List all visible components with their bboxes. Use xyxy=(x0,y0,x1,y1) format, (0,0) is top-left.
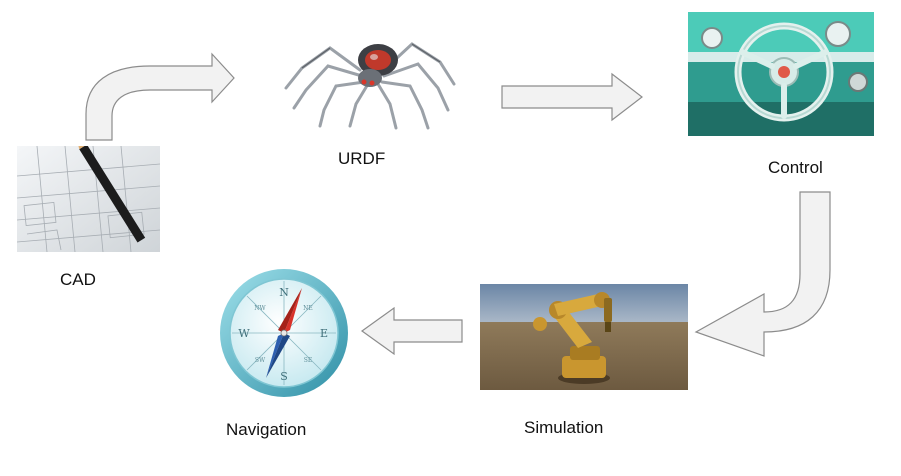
control-image xyxy=(688,12,874,136)
svg-text:N: N xyxy=(279,286,289,299)
compass-icon: N S W E NW NE SW SE xyxy=(220,269,348,397)
cad-image xyxy=(17,146,160,252)
curved-arrow-cad-to-urdf xyxy=(85,52,235,141)
svg-text:W: W xyxy=(238,327,250,340)
simulation-label: Simulation xyxy=(524,418,604,437)
svg-text:E: E xyxy=(320,327,328,340)
steering-wheel-icon xyxy=(688,12,874,136)
svg-text:SE: SE xyxy=(304,357,313,364)
pencil-on-blueprint-icon xyxy=(17,146,160,252)
control-label: Control xyxy=(768,158,823,177)
navigation-image: N S W E NW NE SW SE xyxy=(216,266,352,400)
arrow-urdf-to-control xyxy=(501,72,643,122)
svg-text:SW: SW xyxy=(255,357,266,364)
svg-text:NE: NE xyxy=(303,305,313,312)
svg-text:NW: NW xyxy=(254,305,266,312)
robot-arm-icon xyxy=(480,284,688,390)
svg-text:S: S xyxy=(280,370,288,383)
arrow-simulation-to-navigation xyxy=(360,306,463,356)
urdf-label: URDF xyxy=(338,149,386,168)
robot-spider-icon xyxy=(284,42,456,130)
simulation-image xyxy=(480,284,688,390)
curved-arrow-control-to-simulation xyxy=(694,191,831,357)
navigation-label: Navigation xyxy=(226,420,307,439)
urdf-image xyxy=(280,30,460,130)
cad-label: CAD xyxy=(60,270,96,289)
